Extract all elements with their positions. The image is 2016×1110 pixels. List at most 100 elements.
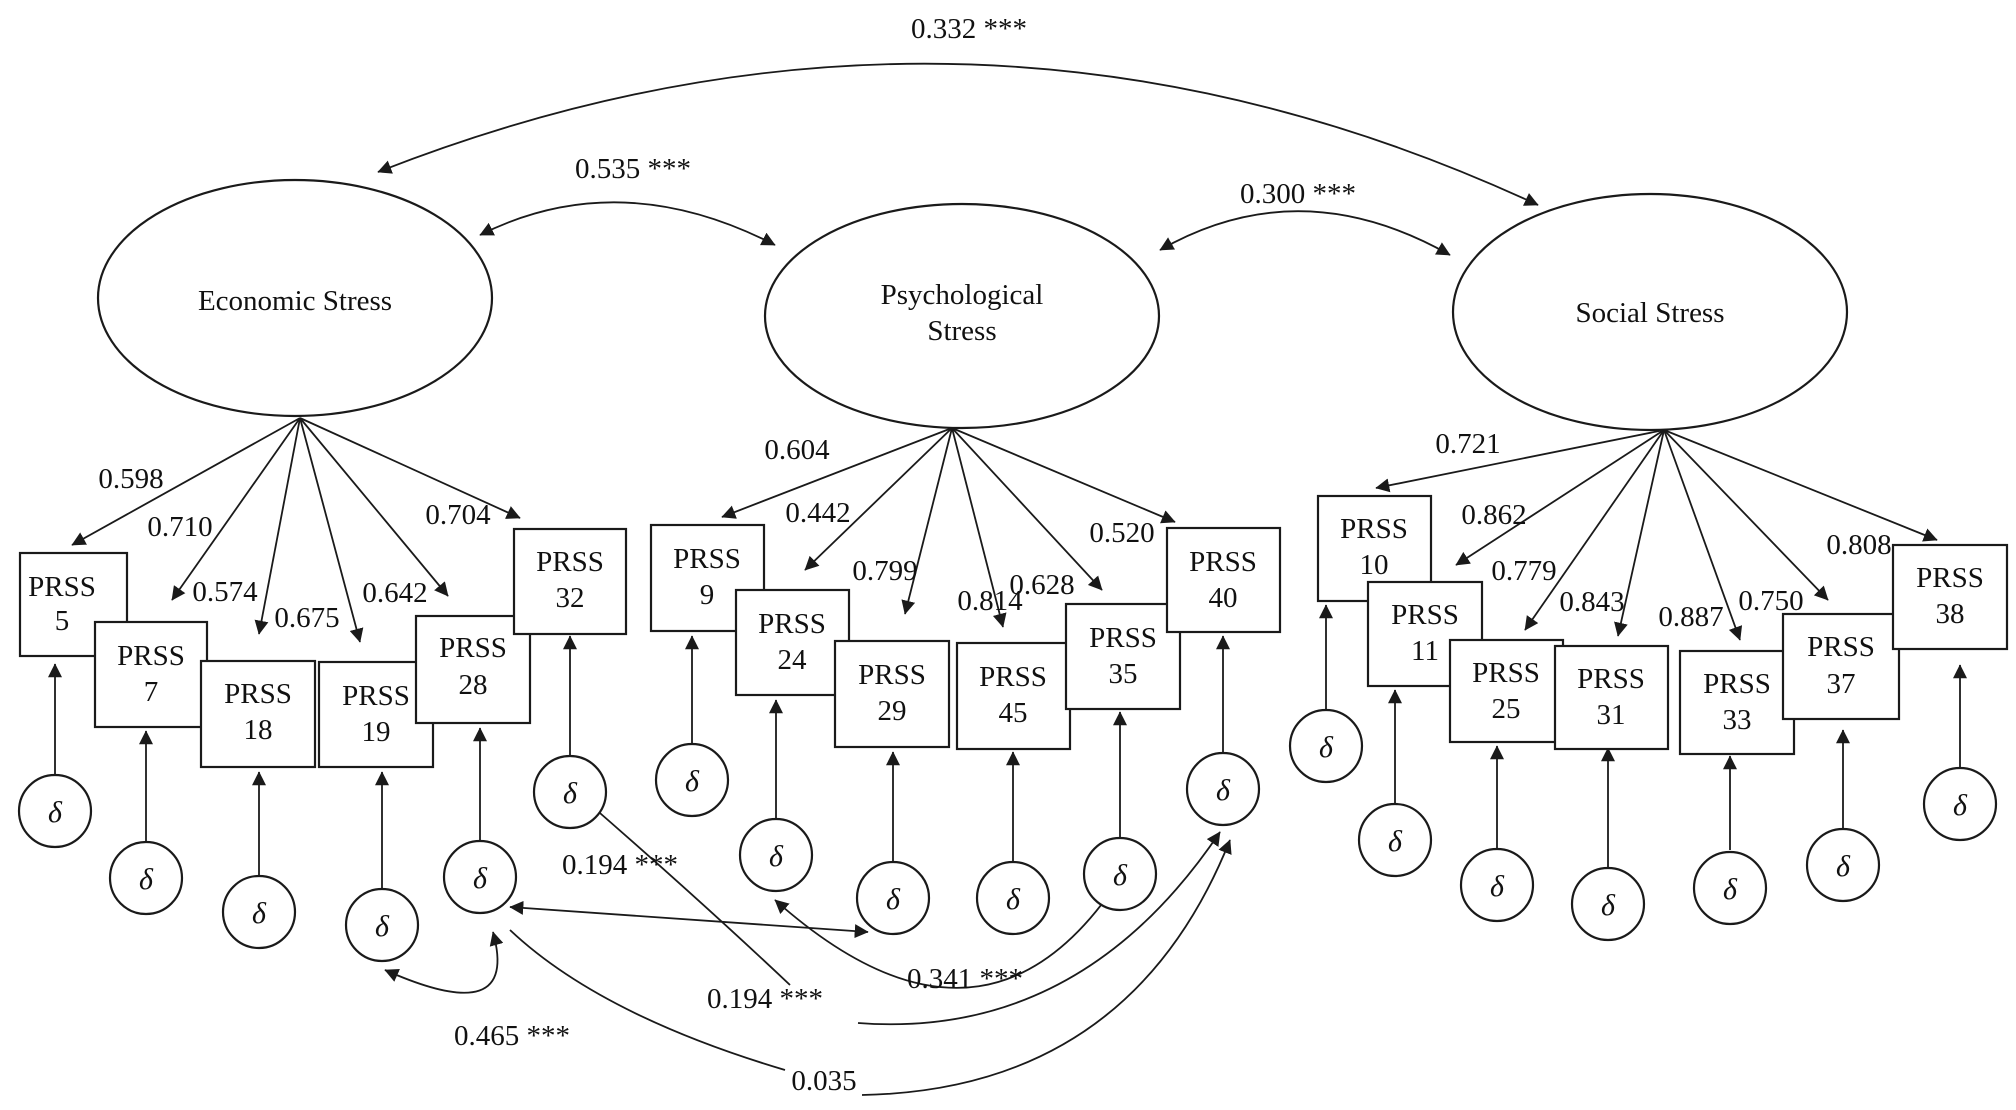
covariance-e29-e40 (857, 831, 1221, 1026)
error-circle-28 (442, 839, 518, 915)
loading-arrow-econ-5 (71, 417, 301, 546)
indicator-label-10-number: 10 (1360, 549, 1389, 581)
latent-economic-stress (96, 178, 494, 418)
indicator-label-28-number: 28 (459, 669, 488, 701)
loading-label-28: 0.642 (362, 577, 427, 609)
indicator-label-25-name: PRSS (1472, 657, 1540, 689)
indicator-box-7 (93, 620, 209, 729)
indicator-box-40 (1165, 526, 1282, 634)
error-symbols: δ δ δ δ δ δ δ δ δ δ δ δ δ δ δ δ δ δ δ (48, 731, 1968, 943)
loading-arrow-social-31 (1614, 429, 1665, 637)
indicator-box-35 (1064, 602, 1182, 711)
indicator-boxes (18, 494, 2009, 769)
indicator-label-32-name: PRSS (536, 546, 604, 578)
error-circle-31 (1570, 866, 1646, 942)
loading-arrows (71, 417, 1938, 643)
error-circle-18 (221, 874, 297, 950)
error-symbol-40: δ (1216, 774, 1231, 807)
loading-arrow-psych-45 (951, 427, 1007, 628)
indicator-label-7-number: 7 (144, 676, 159, 708)
covariance-label-econ-social: 0.332 *** (911, 13, 1027, 45)
indicator-label-24-name: PRSS (758, 608, 826, 640)
indicator-label-40-name: PRSS (1189, 546, 1257, 578)
error-symbol-45: δ (1006, 883, 1021, 916)
loading-arrow-econ-32 (299, 417, 521, 519)
indicator-box-19 (317, 660, 435, 769)
loading-arrow-social-33 (1663, 429, 1743, 641)
indicator-label-11-name: PRSS (1391, 599, 1459, 631)
error-circle-24 (738, 817, 814, 893)
indicator-label-33-name: PRSS (1703, 668, 1771, 700)
loading-arrow-psych-40 (951, 427, 1176, 524)
indicator-label-33-number: 33 (1723, 704, 1752, 736)
error-circle-5 (17, 773, 93, 849)
error-symbol-10: δ (1319, 731, 1334, 764)
loading-label-31: 0.843 (1559, 586, 1624, 618)
loading-label-37: 0.750 (1738, 585, 1803, 617)
loading-label-5: 0.598 (98, 463, 163, 495)
indicator-box-38 (1891, 543, 2009, 651)
indicator-label-9-name: PRSS (673, 543, 741, 575)
loading-label-18: 0.574 (192, 576, 258, 608)
latent-label-psychological-stress-line2: Stress (927, 315, 996, 347)
error-symbol-28: δ (473, 862, 488, 895)
covariance-e28-e40-right (861, 839, 1232, 1096)
covariance-psych-social (1159, 210, 1451, 256)
indicator-box-24 (734, 588, 851, 697)
loading-arrow-econ-18 (254, 417, 301, 635)
covariance-label-e32-e35: 0.194 *** (562, 849, 678, 881)
error-circle-32 (532, 754, 608, 830)
loading-arrow-social-25 (1524, 429, 1665, 631)
error-circle-40 (1185, 751, 1261, 827)
indicator-label-35-name: PRSS (1089, 622, 1157, 654)
loading-label-11: 0.862 (1461, 499, 1526, 531)
loading-labels: 0.598 0.710 0.574 0.675 0.642 0.704 0.60… (98, 428, 1891, 634)
loading-arrow-social-37 (1663, 429, 1829, 601)
loading-arrow-psych-24 (804, 427, 953, 571)
loading-label-38: 0.808 (1826, 529, 1891, 561)
covariance-econ-social (377, 62, 1539, 206)
loading-arrow-psych-29 (901, 427, 953, 615)
error-symbol-18: δ (252, 897, 267, 930)
error-symbol-19: δ (375, 910, 390, 943)
indicator-label-45-number: 45 (999, 697, 1028, 729)
error-covariance-curves (384, 799, 1232, 1096)
indicator-label-24-number: 24 (778, 644, 808, 676)
loading-label-32: 0.704 (425, 499, 491, 531)
latent-label-psychological-stress-line1: Psychological (881, 279, 1044, 311)
loading-label-9: 0.604 (764, 434, 830, 466)
loading-arrow-econ-19 (299, 417, 364, 643)
covariance-label-psych-social: 0.300 *** (1240, 178, 1356, 210)
error-circle-37 (1805, 827, 1881, 903)
error-symbol-5: δ (48, 796, 63, 829)
error-circle-35 (1082, 836, 1158, 912)
indicator-label-45-name: PRSS (979, 661, 1047, 693)
error-circle-45 (975, 860, 1051, 936)
indicator-label-35-number: 35 (1109, 658, 1138, 690)
indicator-label-18-name: PRSS (224, 678, 292, 710)
covariance-e19-e28 (384, 931, 504, 994)
indicator-box-37 (1781, 612, 1901, 721)
error-circle-7 (108, 840, 184, 916)
covariance-e32-e35 (584, 799, 791, 986)
loading-label-35: 0.628 (1009, 569, 1074, 601)
indicator-box-18 (199, 659, 317, 769)
indicator-box-32 (512, 527, 628, 636)
error-circle-33 (1692, 850, 1768, 926)
indicator-box-29 (833, 639, 951, 749)
error-arrows (48, 604, 1967, 888)
loading-label-40: 0.520 (1089, 517, 1154, 549)
loading-arrow-psych-35 (951, 427, 1103, 591)
error-symbol-29: δ (886, 883, 901, 916)
loading-label-10: 0.721 (1435, 428, 1500, 460)
indicator-label-38-name: PRSS (1916, 562, 1984, 594)
error-circle-19 (344, 887, 420, 963)
indicator-label-19-name: PRSS (342, 680, 410, 712)
covariance-label-econ-psych: 0.535 *** (575, 153, 691, 185)
error-circle-25 (1459, 847, 1535, 923)
error-circle-9 (654, 742, 730, 818)
latent-factors (96, 178, 1849, 432)
loading-label-25: 0.779 (1491, 555, 1556, 587)
error-circle-29 (855, 860, 931, 936)
